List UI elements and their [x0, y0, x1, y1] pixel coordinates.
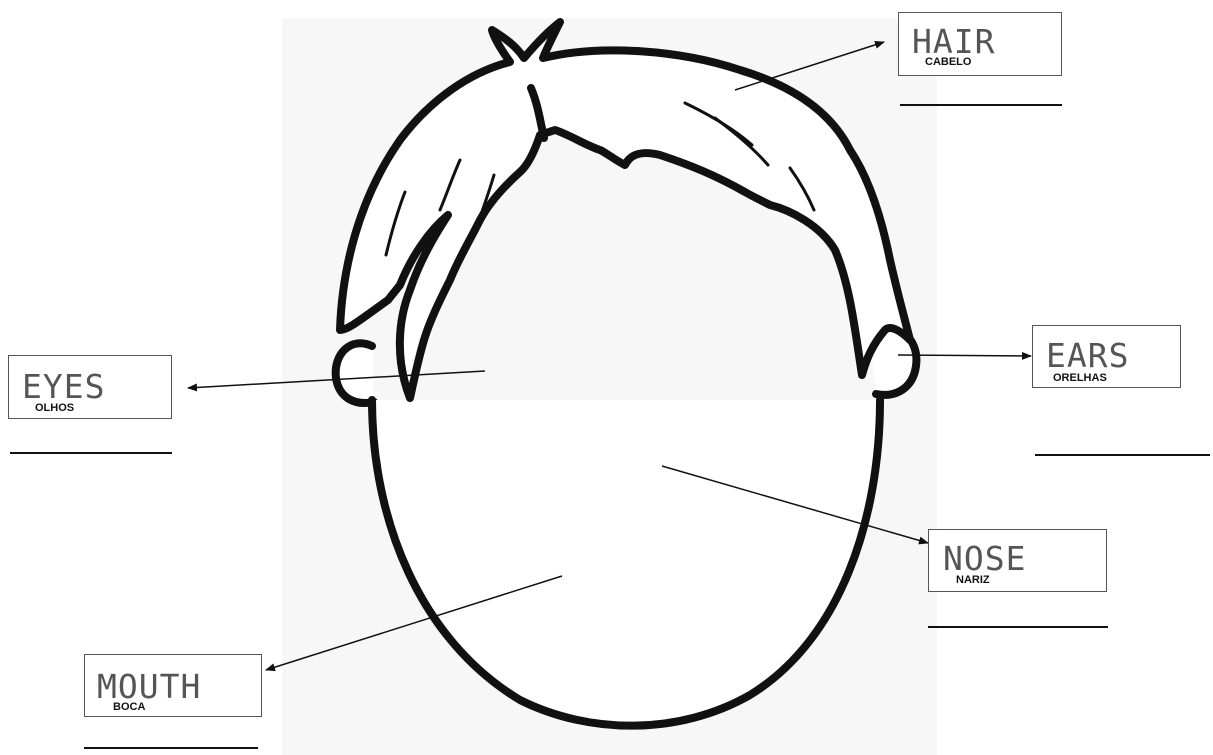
- label-ears-en: EARS: [1046, 339, 1129, 372]
- answer-line-nose: [928, 626, 1108, 628]
- label-hair-en: HAIR: [912, 25, 995, 58]
- label-eyes: EYES OLHOS: [8, 355, 172, 419]
- answer-line-mouth: [84, 747, 258, 749]
- answer-line-eyes: [10, 452, 172, 454]
- label-mouth-en: MOUTH: [97, 670, 201, 703]
- label-ears-pt: ORELHAS: [1053, 373, 1107, 384]
- left-ear: [336, 343, 374, 403]
- answer-line-ears: [1035, 454, 1210, 456]
- label-eyes-en: EYES: [22, 370, 105, 403]
- label-nose: NOSE NARIZ: [928, 529, 1107, 592]
- label-eyes-pt: OLHOS: [35, 403, 74, 414]
- label-nose-en: NOSE: [943, 542, 1026, 575]
- label-mouth: MOUTH BOCA: [84, 654, 262, 717]
- ears-arrow: [898, 355, 1031, 356]
- label-ears: EARS ORELHAS: [1032, 325, 1181, 388]
- label-nose-pt: NARIZ: [956, 575, 990, 586]
- label-mouth-pt: BOCA: [113, 702, 145, 713]
- label-hair: HAIR CABELO: [898, 12, 1062, 76]
- label-hair-pt: CABELO: [925, 57, 971, 68]
- answer-line-hair: [900, 104, 1062, 106]
